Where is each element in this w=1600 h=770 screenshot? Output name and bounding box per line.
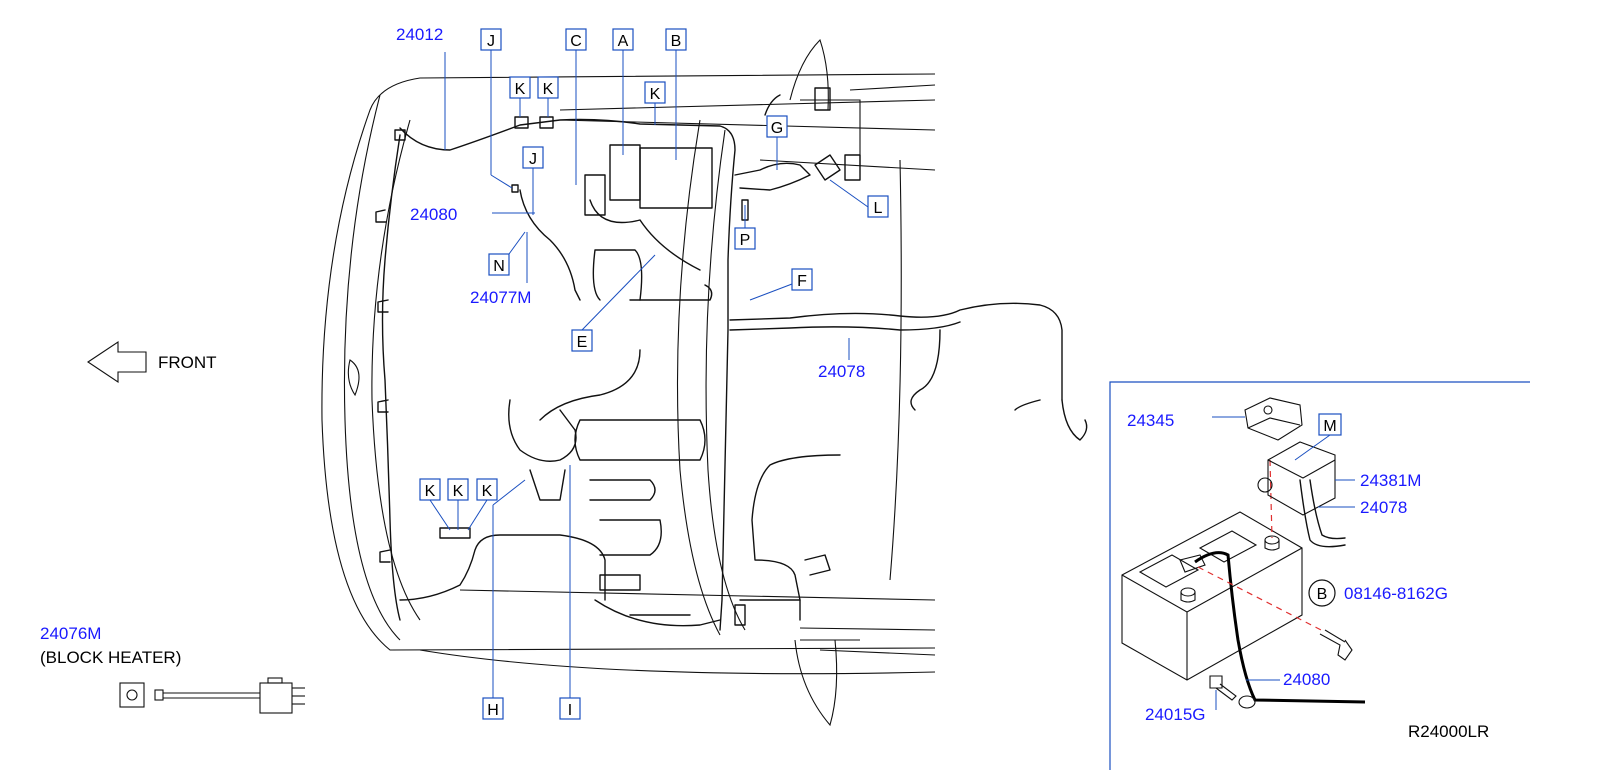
main-harness [375,87,1088,631]
callout-M: M [1318,413,1342,436]
callout-L: L [867,195,889,218]
callout-K-top-1: K [509,76,531,99]
callout-K-low-1: K [419,478,441,501]
svg-text:I: I [568,702,572,719]
callout-B-circle: B [1308,579,1336,607]
callout-C: C [565,28,587,51]
front-label: FRONT [158,353,217,372]
svg-text:F: F [797,273,807,290]
callout-K-low-3: K [476,478,498,501]
callout-P: P [734,227,756,250]
svg-text:H: H [487,702,499,719]
svg-text:K: K [453,483,464,500]
battery-inset-frame [1109,381,1530,770]
callout-J-top: J [480,28,502,51]
part-number-24345: 24345 [1127,411,1174,430]
part-number-24078-inset: 24078 [1360,498,1407,517]
svg-text:L: L [874,200,883,217]
svg-text:C: C [570,33,582,50]
part-number-24015G: 24015G [1145,705,1206,724]
callout-E: E [571,329,593,352]
battery-drawing [1121,397,1366,709]
part-number-24080-inset: 24080 [1283,670,1330,689]
callout-G: G [766,115,788,138]
callout-F: F [791,268,813,291]
callout-K-top-3: K [644,81,666,104]
svg-text:B: B [671,33,682,50]
svg-text:E: E [577,334,588,351]
callout-N: N [488,253,510,276]
part-number-24078: 24078 [818,362,865,381]
svg-text:K: K [482,483,493,500]
svg-text:K: K [425,483,436,500]
svg-text:M: M [1323,418,1336,435]
part-number-08146-8162G: 08146-8162G [1344,584,1448,603]
front-arrow [87,340,147,384]
svg-text:P: P [740,232,751,249]
diagram-code: R24000LR [1408,722,1489,741]
callout-A: A [612,28,634,51]
svg-text:K: K [515,81,526,98]
svg-text:A: A [618,33,629,50]
callout-J-mid: J [522,146,544,169]
part-number-24077M: 24077M [470,288,531,307]
svg-text:N: N [493,258,505,275]
callout-I: I [559,697,581,720]
leader-lines [429,50,869,698]
svg-text:B: B [1317,586,1328,603]
block-heater-drawing [119,677,305,714]
callout-B: B [665,28,687,51]
callout-H: H [482,697,504,720]
svg-text:G: G [771,120,783,137]
svg-text:J: J [487,33,495,50]
inset-leader-lines [1212,416,1355,710]
svg-text:K: K [650,86,661,103]
vehicle-body-outline [321,38,936,727]
svg-text:J: J [529,151,537,168]
part-number-24012: 24012 [396,25,443,44]
callout-K-top-2: K [537,76,559,99]
part-number-24080: 24080 [410,205,457,224]
callout-K-low-2: K [447,478,469,501]
block-heater-label: (BLOCK HEATER) [40,648,181,667]
svg-text:K: K [543,81,554,98]
part-number-24381M: 24381M [1360,471,1421,490]
part-number-24076M: 24076M [40,624,101,643]
